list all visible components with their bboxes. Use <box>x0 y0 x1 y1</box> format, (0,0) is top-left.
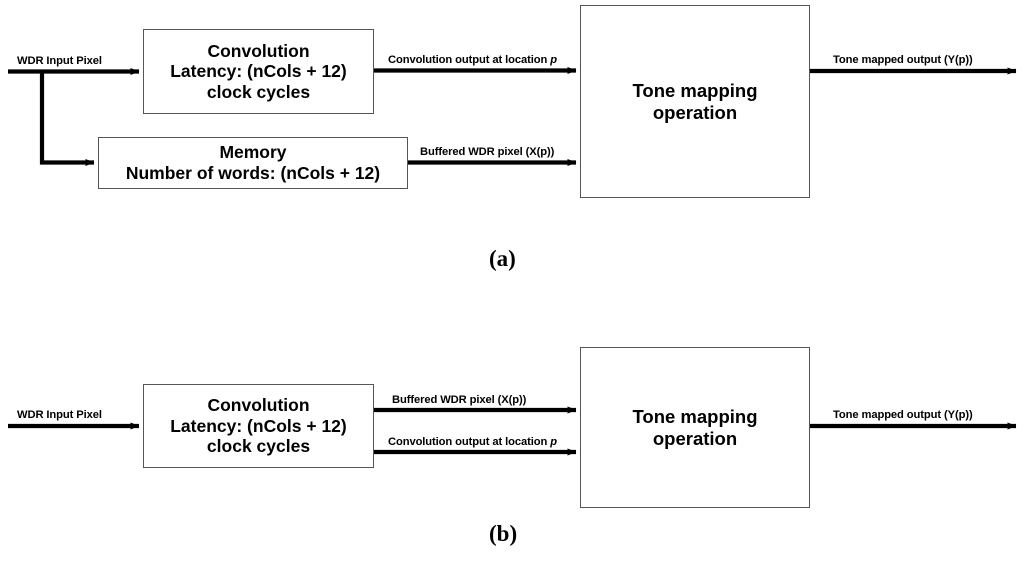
edge-label-tone-mapped-output-a-text: Tone mapped output (Y(p)) <box>833 54 973 66</box>
edge-label-tone-mapped-output-b: Tone mapped output (Y(p)) <box>833 409 973 421</box>
convolution-block-b-line-3: clock cycles <box>206 436 311 457</box>
edge-label-conv-output-a: Convolution output at location p <box>388 54 557 66</box>
tone-mapping-block-b-line-1: Tone mapping <box>632 405 758 427</box>
edge-label-buffered-wdr-a-text: Buffered WDR pixel (X(p)) <box>420 146 555 158</box>
edge-label-wdr-input-a: WDR Input Pixel <box>17 55 102 67</box>
memory-block-a-line-2: Number of words: (nCols + 12) <box>125 163 381 183</box>
edge-label-buffered-wdr-b: Buffered WDR pixel (X(p)) <box>392 394 526 406</box>
edge-label-conv-output-b: Convolution output at location p <box>388 436 557 448</box>
convolution-block-a-line-3: clock cycles <box>206 81 311 102</box>
convolution-block-a-line-2: Latency: (nCols + 12) <box>170 61 347 82</box>
tone-mapping-block-a-line-2: operation <box>652 101 738 123</box>
panel-caption-a: (a) <box>489 246 516 271</box>
convolution-block-b: Convolution Latency: (nCols + 12) clock … <box>143 384 374 468</box>
edge-label-wdr-input-a-text: WDR Input Pixel <box>17 55 102 67</box>
tone-mapping-block-b-line-2: operation <box>652 427 738 449</box>
edge-wdr-branch-a <box>39 71 95 166</box>
edge-label-conv-output-a-text: Convolution output at location <box>388 54 551 66</box>
edge-label-conv-output-b-italic: p <box>550 436 557 448</box>
memory-block-a: Memory Number of words: (nCols + 12) <box>98 137 408 189</box>
tone-mapping-block-a: Tone mapping operation <box>580 5 810 198</box>
convolution-block-a: Convolution Latency: (nCols + 12) clock … <box>143 29 374 114</box>
convolution-block-b-line-1: Convolution <box>207 395 310 416</box>
convolution-block-a-line-1: Convolution <box>207 40 310 61</box>
edge-label-buffered-wdr-b-text: Buffered WDR pixel (X(p)) <box>392 394 527 406</box>
memory-block-a-line-1: Memory <box>219 142 287 163</box>
convolution-block-b-line-2: Latency: (nCols + 12) <box>170 415 347 436</box>
edge-label-buffered-wdr-a: Buffered WDR pixel (X(p)) <box>420 146 554 158</box>
panel-caption-b: (b) <box>489 521 518 546</box>
tone-mapping-block-a-line-1: Tone mapping <box>632 79 758 101</box>
tone-mapping-block-b: Tone mapping operation <box>580 347 810 508</box>
edge-label-tone-mapped-output-a: Tone mapped output (Y(p)) <box>833 54 973 66</box>
edge-label-tone-mapped-output-b-text: Tone mapped output (Y(p)) <box>833 409 973 421</box>
edge-label-conv-output-b-text: Convolution output at location <box>388 436 551 448</box>
edge-label-wdr-input-b-text: WDR Input Pixel <box>17 409 102 421</box>
edge-label-wdr-input-b: WDR Input Pixel <box>17 409 102 421</box>
edge-label-conv-output-a-italic: p <box>550 54 557 66</box>
